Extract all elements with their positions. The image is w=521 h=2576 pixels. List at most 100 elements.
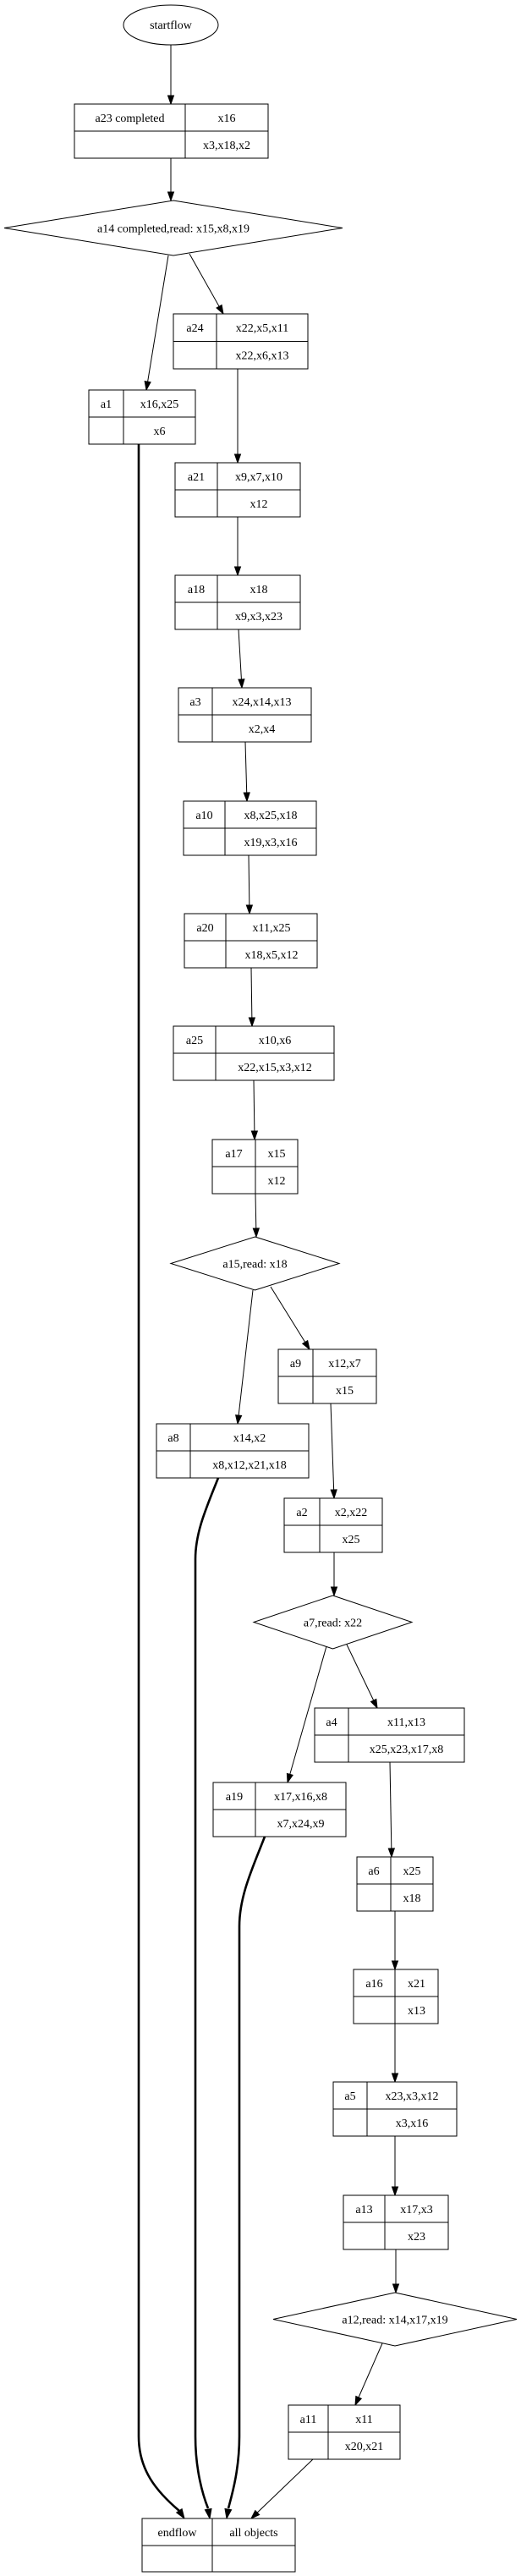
activity-node-a21[interactable]: a21 x9,x7,x10 x12 bbox=[174, 462, 301, 518]
activity-label: a3 bbox=[189, 696, 200, 709]
activity-outputs: x7,x24,x9 bbox=[277, 1818, 325, 1831]
edge-line bbox=[146, 255, 169, 383]
edge-a13-to-a12 bbox=[392, 2249, 400, 2294]
arrowhead-icon bbox=[216, 304, 224, 316]
arrowhead-icon bbox=[252, 1228, 260, 1239]
edge-a14-to-a24 bbox=[189, 253, 224, 316]
edge-line bbox=[255, 1193, 257, 1230]
arrowhead-icon bbox=[233, 566, 242, 577]
activity-outputs: x25 bbox=[343, 1534, 360, 1546]
end-node[interactable]: endflow all objects bbox=[141, 2518, 296, 2573]
edge-line bbox=[238, 629, 242, 681]
edge-a18-to-a3 bbox=[238, 629, 245, 689]
edge-a5-to-a13 bbox=[391, 2136, 399, 2197]
arrowhead-icon bbox=[391, 1960, 399, 1971]
decision-node-a7[interactable]: a7,read: x22 bbox=[252, 1595, 414, 1650]
arrowhead-icon bbox=[301, 1339, 310, 1351]
activity-inputs: x18 bbox=[250, 584, 268, 596]
decision-node-a15[interactable]: a15,read: x18 bbox=[169, 1236, 341, 1291]
decision-node-a14[interactable]: a14 completed,read: x15,x8,x19 bbox=[3, 200, 343, 256]
decision-label: a12,read: x14,x17,x19 bbox=[342, 2315, 447, 2327]
edge-line bbox=[358, 2343, 383, 2398]
arrowhead-icon bbox=[330, 1586, 338, 1597]
activity-inputs: x8,x25,x18 bbox=[244, 810, 298, 822]
arrowhead-icon bbox=[245, 904, 254, 915]
activity-inputs: x22,x5,x11 bbox=[236, 322, 288, 335]
arrowhead-icon bbox=[144, 380, 151, 392]
arrowhead-icon bbox=[175, 2507, 185, 2520]
edge-line bbox=[244, 741, 248, 794]
edge-a7-to-a19 bbox=[286, 1645, 327, 1784]
edge-line-bold bbox=[137, 444, 180, 2512]
activity-outputs: x3,x16 bbox=[396, 2117, 429, 2130]
activity-label: a9 bbox=[290, 1358, 301, 1370]
edge-line bbox=[346, 1644, 375, 1702]
decision-diamond bbox=[3, 200, 343, 256]
arrowhead-icon bbox=[392, 2283, 400, 2294]
decision-node-a12[interactable]: a12,read: x14,x17,x19 bbox=[272, 2292, 518, 2347]
start-label: startflow bbox=[150, 19, 193, 32]
edge-line bbox=[256, 2458, 314, 2514]
edge-a8-to-endflow bbox=[194, 1477, 220, 2520]
activity-outputs: x12 bbox=[250, 498, 268, 511]
activity-outputs: x18,x5,x12 bbox=[245, 949, 299, 962]
activity-label: a21 bbox=[188, 471, 205, 484]
activity-label: a24 bbox=[186, 322, 203, 335]
activity-label: a5 bbox=[344, 2090, 355, 2103]
activity-label: a13 bbox=[355, 2204, 372, 2216]
activity-outputs: x19,x3,x16 bbox=[244, 837, 298, 849]
arrowhead-icon bbox=[167, 191, 175, 202]
decision-diamond bbox=[272, 2292, 518, 2347]
arrowhead-icon bbox=[243, 792, 250, 803]
activity-label: a8 bbox=[167, 1432, 178, 1445]
arrowhead-icon bbox=[387, 1848, 396, 1859]
edge-a14-to-a1 bbox=[144, 255, 169, 392]
activity-outputs: x12 bbox=[268, 1175, 286, 1188]
activity-label: a4 bbox=[326, 1716, 337, 1729]
nodes-layer: startflow endflow all objects a23 comple… bbox=[3, 4, 518, 2573]
arrowhead-icon bbox=[391, 2073, 399, 2084]
activity-inputs: x9,x7,x10 bbox=[235, 471, 282, 484]
edge-a24-to-a21 bbox=[233, 369, 242, 464]
arrowhead-icon bbox=[330, 1489, 337, 1500]
edge-a4-to-a6 bbox=[387, 1761, 396, 1859]
decision-label: a15,read: x18 bbox=[222, 1259, 287, 1272]
activity-label: a18 bbox=[188, 584, 205, 596]
activity-label: a1 bbox=[101, 398, 112, 411]
arrowhead-icon bbox=[167, 95, 175, 106]
edge-line bbox=[389, 1761, 392, 1850]
edge-line bbox=[330, 1403, 335, 1491]
edge-a25-to-a17 bbox=[250, 1079, 259, 1141]
edge-a6-to-a16 bbox=[391, 1911, 399, 1971]
activity-outputs: x25,x23,x17,x8 bbox=[370, 1744, 444, 1756]
arrowhead-icon bbox=[354, 2395, 363, 2407]
edge-line-bold bbox=[194, 1477, 220, 2509]
arrowhead-icon bbox=[286, 1772, 293, 1784]
start-node[interactable]: startflow bbox=[123, 4, 219, 46]
edge-startflow-to-a23 bbox=[167, 45, 175, 106]
edge-a3-to-a10 bbox=[243, 741, 250, 803]
edge-a10-to-a20 bbox=[245, 854, 254, 915]
edge-a7-to-a4 bbox=[346, 1644, 378, 1710]
activity-label: a17 bbox=[225, 1148, 242, 1161]
